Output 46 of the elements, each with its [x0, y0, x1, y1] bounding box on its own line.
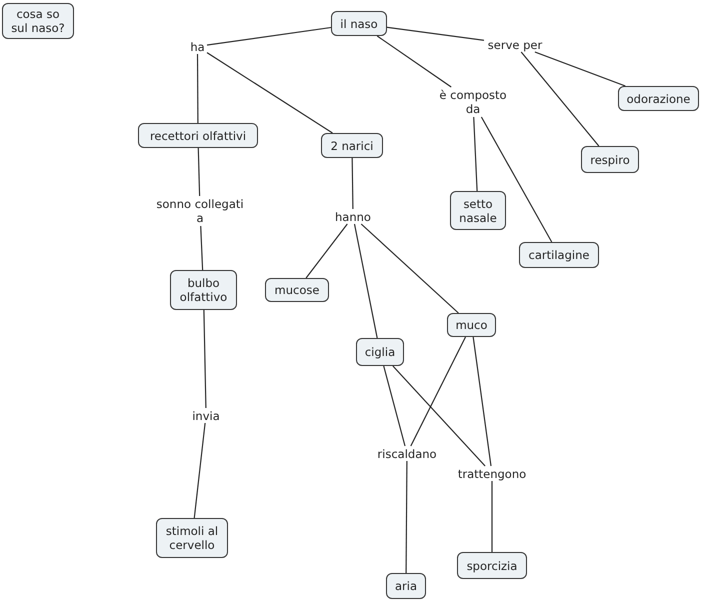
- connector-line: [198, 148, 200, 196]
- linking-phrase: ha: [188, 39, 207, 54]
- concept-box: ciglia: [356, 338, 404, 366]
- connector-line: [383, 366, 406, 446]
- connector-line: [534, 51, 626, 87]
- connector-line: [406, 461, 408, 573]
- connector-line: [206, 52, 333, 134]
- concept-box: sporcizia: [457, 552, 527, 579]
- linking-phrase: sonno collegati a: [150, 196, 250, 226]
- concept-box: aria: [386, 573, 426, 599]
- linking-phrase: hanno: [332, 209, 374, 224]
- connector-line: [386, 26, 484, 41]
- connector-line: [392, 366, 486, 466]
- concept-box: respiro: [581, 146, 639, 173]
- connector-line: [491, 481, 493, 552]
- linking-phrase: serve per: [484, 37, 546, 52]
- concept-box: recettori olfattivi: [138, 123, 258, 148]
- concept-box: muco: [447, 313, 496, 337]
- connector-line: [480, 116, 552, 242]
- concept-box: cosa so sul naso?: [2, 3, 74, 39]
- connector-line: [206, 26, 332, 46]
- concept-box: mucose: [265, 278, 329, 302]
- concept-box: setto nasale: [450, 191, 506, 230]
- concept-box: il naso: [331, 11, 387, 36]
- connector-line: [473, 116, 478, 192]
- connector-line: [360, 224, 459, 314]
- connector-line: [410, 336, 466, 446]
- concept-box: cartilagine: [519, 242, 599, 268]
- concept-box: odorazione: [618, 86, 699, 111]
- connector-line: [194, 422, 206, 518]
- linking-phrase: trattengono: [454, 466, 530, 481]
- connector-line: [306, 224, 348, 278]
- connector-line: [200, 226, 204, 270]
- connector-line: [354, 224, 378, 338]
- connector-line: [196, 54, 198, 123]
- concept-box: 2 narici: [321, 133, 383, 158]
- connector-line: [472, 336, 492, 466]
- concept-box: stimoli al cervello: [156, 518, 228, 558]
- connector-line: [520, 52, 600, 146]
- linking-phrase: riscaldano: [374, 446, 440, 461]
- connector-line: [376, 36, 452, 88]
- concept-box: bulbo olfattivo: [170, 270, 237, 310]
- linking-phrase: invia: [190, 408, 222, 423]
- connector-line: [203, 310, 206, 408]
- connector-line: [352, 158, 354, 209]
- linking-phrase: è composto da: [432, 87, 514, 117]
